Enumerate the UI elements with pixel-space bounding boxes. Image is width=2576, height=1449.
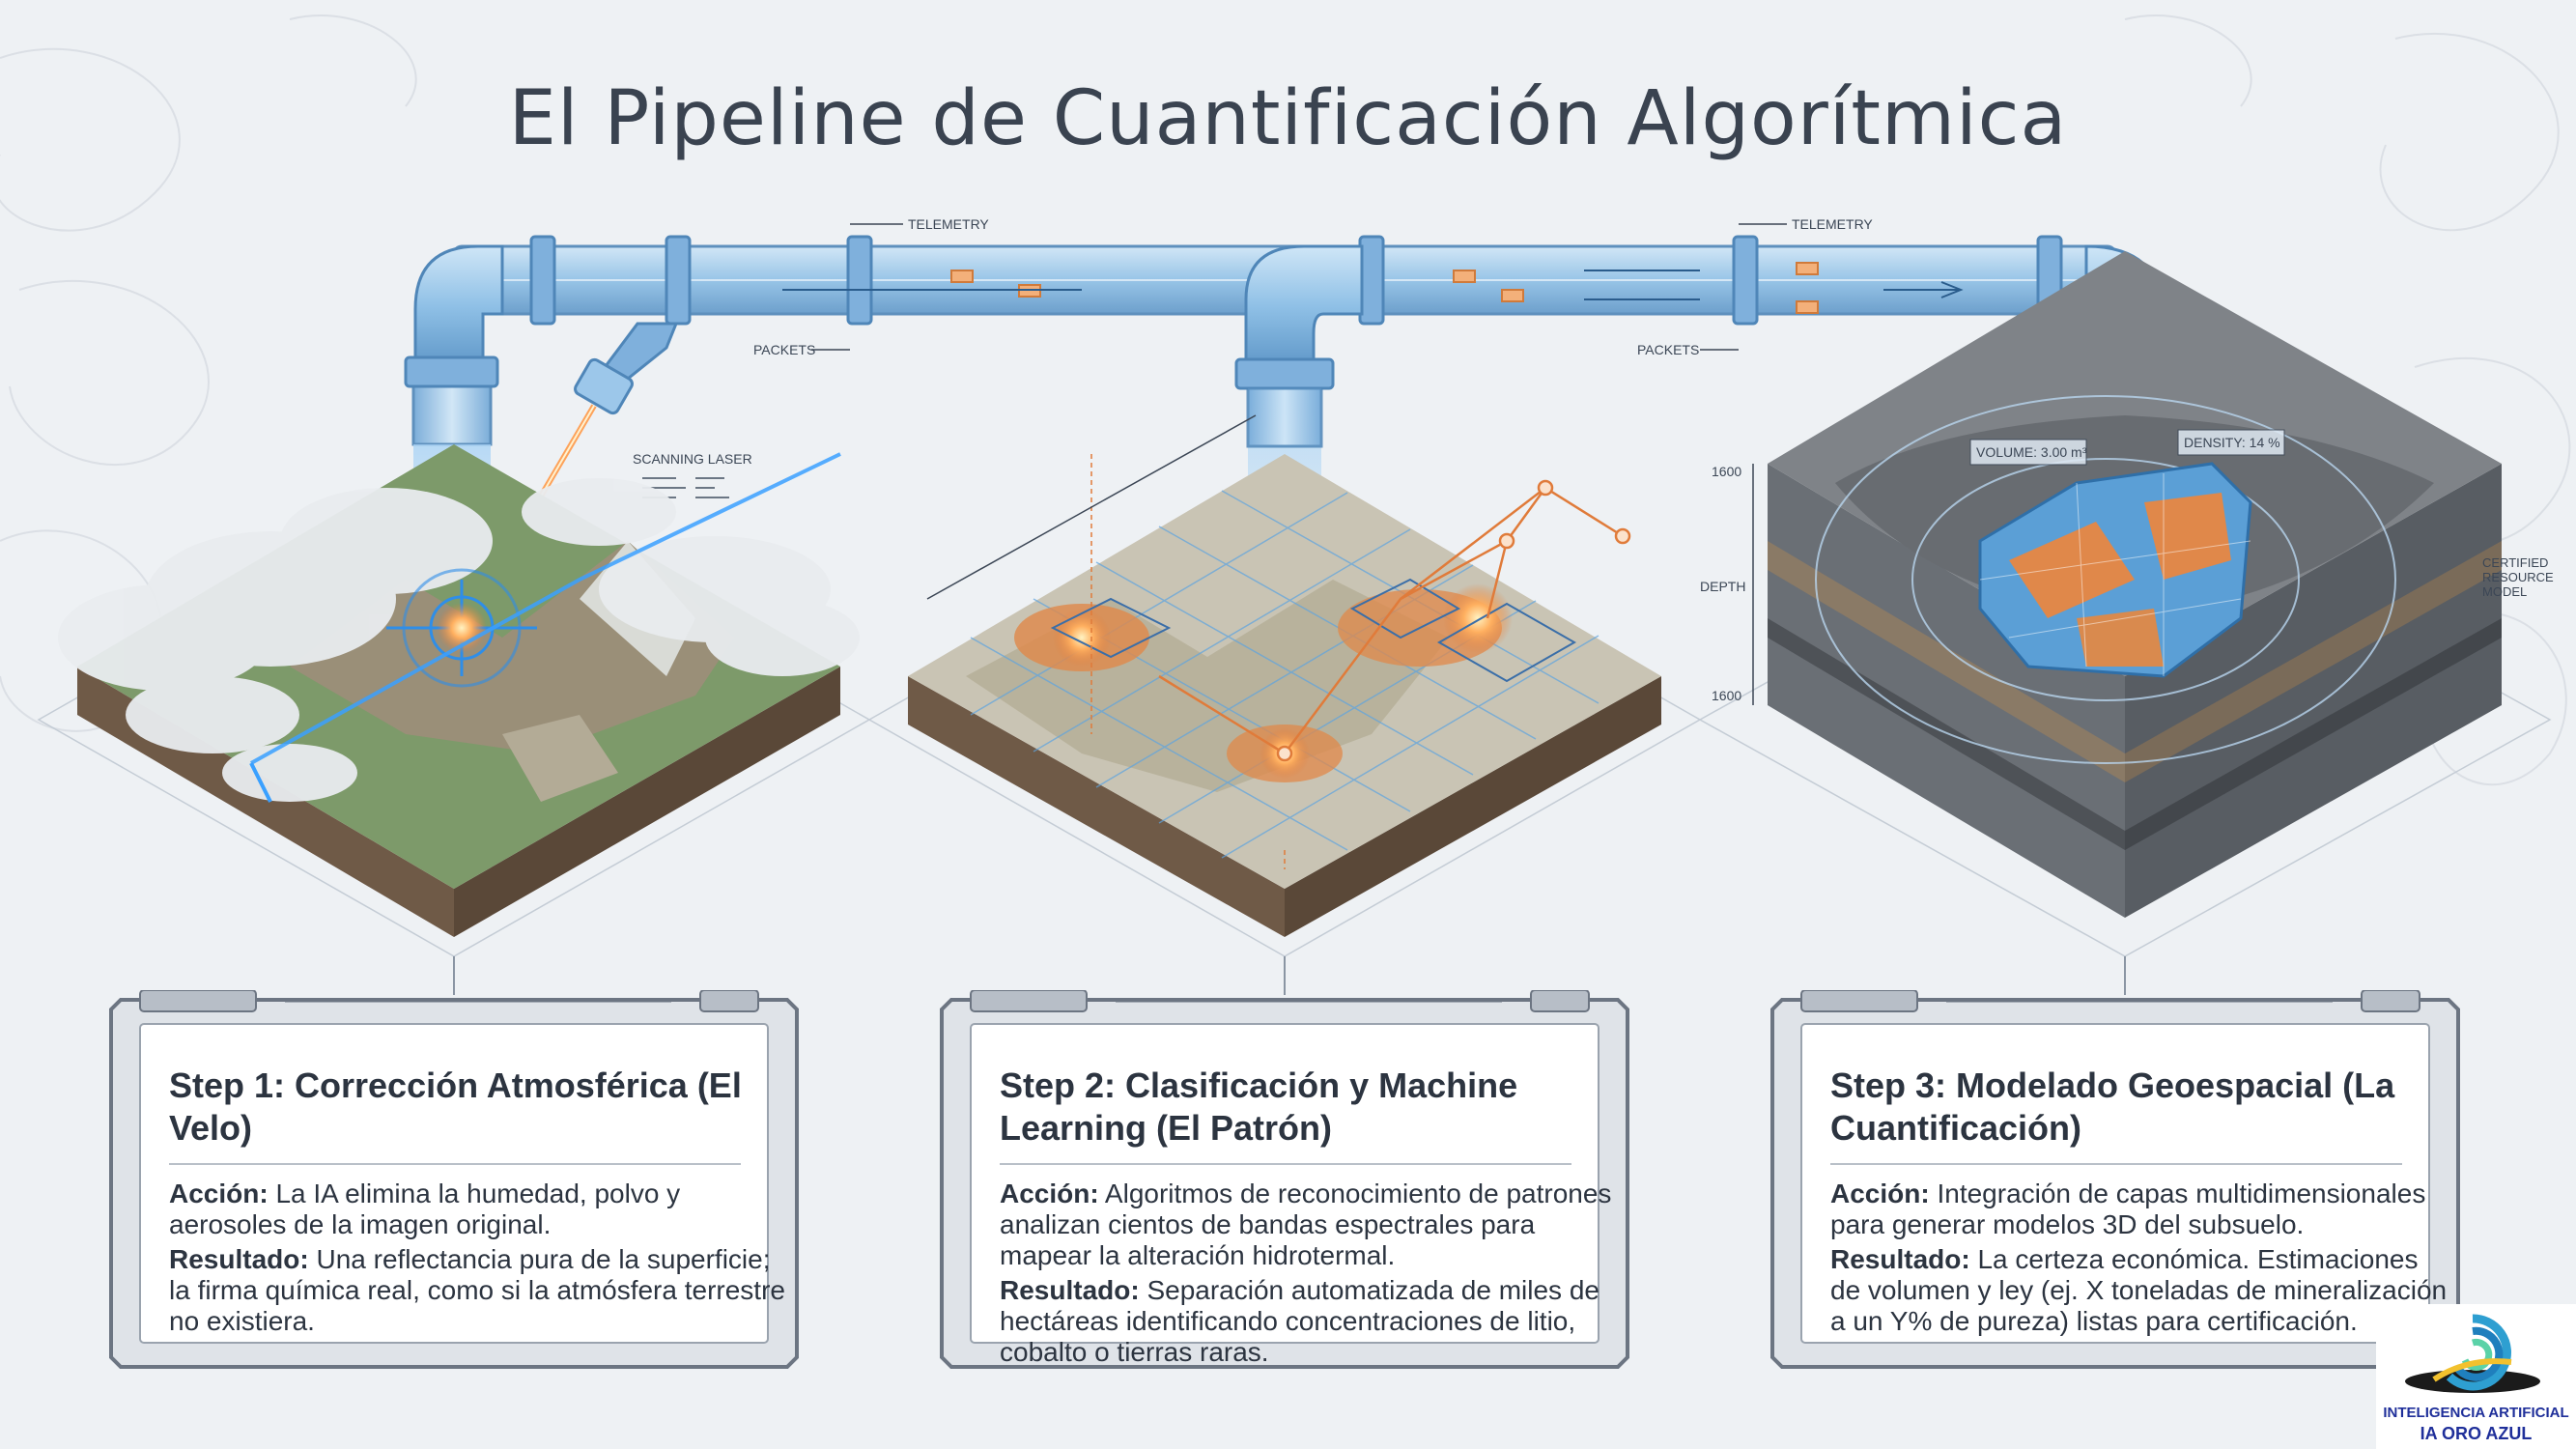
accion-label: Acción: [1830,1179,1930,1208]
card-body: Step 2: Clasificación y Machine Learning… [978,1034,1611,1367]
depth-bottom-label: 1600 [1712,688,1741,703]
step-card-3: Step 3: Modelado Geoespacial (La Cuantif… [1763,990,2468,1377]
resultado-label: Resultado: [1000,1275,1140,1305]
brand-logo: INTELIGENCIA ARTIFICIAL IA ORO AZUL [2376,1304,2576,1449]
packets-label-2: PACKETS [1637,342,1699,357]
terrain-block-2 [867,414,1702,995]
logo-emblem-icon [2405,1314,2540,1393]
volume-label: VOLUME: 3.00 m³ [1976,444,2087,460]
page-title: El Pipeline de Cuantificación Algorítmic… [508,75,2068,162]
resultado-label: Resultado: [169,1244,309,1274]
depth-top-label: 1600 [1712,464,1741,479]
certified-label: CERTIFIED RESOURCE MODEL [2482,555,2554,599]
card-text: Acción: Integración de capas multidimens… [1830,1179,2449,1337]
accion-text: La IA elimina la humedad, polvo y aeroso… [169,1179,681,1239]
resultado-text: Separación automatizada de miles de hect… [1000,1275,1599,1367]
pipe-labels: TELEMETRY PACKETS TELEMETRY PACKETS SCAN… [633,216,1873,498]
accion-text: Integración de capas multidimensionales … [1830,1179,2426,1239]
card-divider [169,1163,741,1165]
accion-text: Algoritmos de reconocimiento de patrones… [1000,1179,1612,1270]
telemetry-label-2: TELEMETRY [1792,216,1873,232]
card-divider [1830,1163,2402,1165]
card-title: Step 2: Clasificación y Machine Learning… [1000,1065,1518,1148]
step-card-2: Step 2: Clasificación y Machine Learning… [932,990,1637,1377]
density-label: DENSITY: 14 % [2184,435,2280,450]
scanning-laser-label: SCANNING LASER [633,451,752,467]
geomodel-block-3: VOLUME: 3.00 m³ DENSITY: 14 % 1600 DEPTH… [1698,251,2554,995]
card-text: Acción: La IA elimina la humedad, polvo … [169,1179,787,1337]
logo-line-2: IA ORO AZUL [2420,1424,2533,1443]
card-body: Step 1: Corrección Atmosférica (El Velo)… [148,1034,785,1336]
card-title: Step 3: Modelado Geoespacial (La Cuantif… [1830,1065,2395,1148]
logo-line-1: INTELIGENCIA ARTIFICIAL [2383,1405,2569,1421]
card-text: Acción: Algoritmos de reconocimiento de … [1000,1179,1618,1368]
card-frame [1770,990,2460,1369]
card-title: Step 1: Corrección Atmosférica (El Velo) [169,1065,742,1148]
card-frame [940,990,1629,1369]
terrain-block-1 [37,444,871,995]
step-card-1: Step 1: Corrección Atmosférica (El Velo)… [101,990,807,1377]
resultado-label: Resultado: [1830,1244,1970,1274]
card-divider [1000,1163,1571,1165]
telemetry-label-1: TELEMETRY [908,216,989,232]
card-body: Step 3: Modelado Geoespacial (La Cuantif… [1809,1034,2447,1336]
depth-label: DEPTH [1700,579,1745,594]
accion-label: Acción: [1000,1179,1099,1208]
resultado-text: La certeza económica. Estimaciones de vo… [1830,1244,2448,1336]
accion-label: Acción: [169,1179,269,1208]
packets-label-1: PACKETS [753,342,815,357]
card-frame [109,990,799,1369]
resultado-text: Una reflectancia pura de la superficie; … [169,1244,785,1336]
